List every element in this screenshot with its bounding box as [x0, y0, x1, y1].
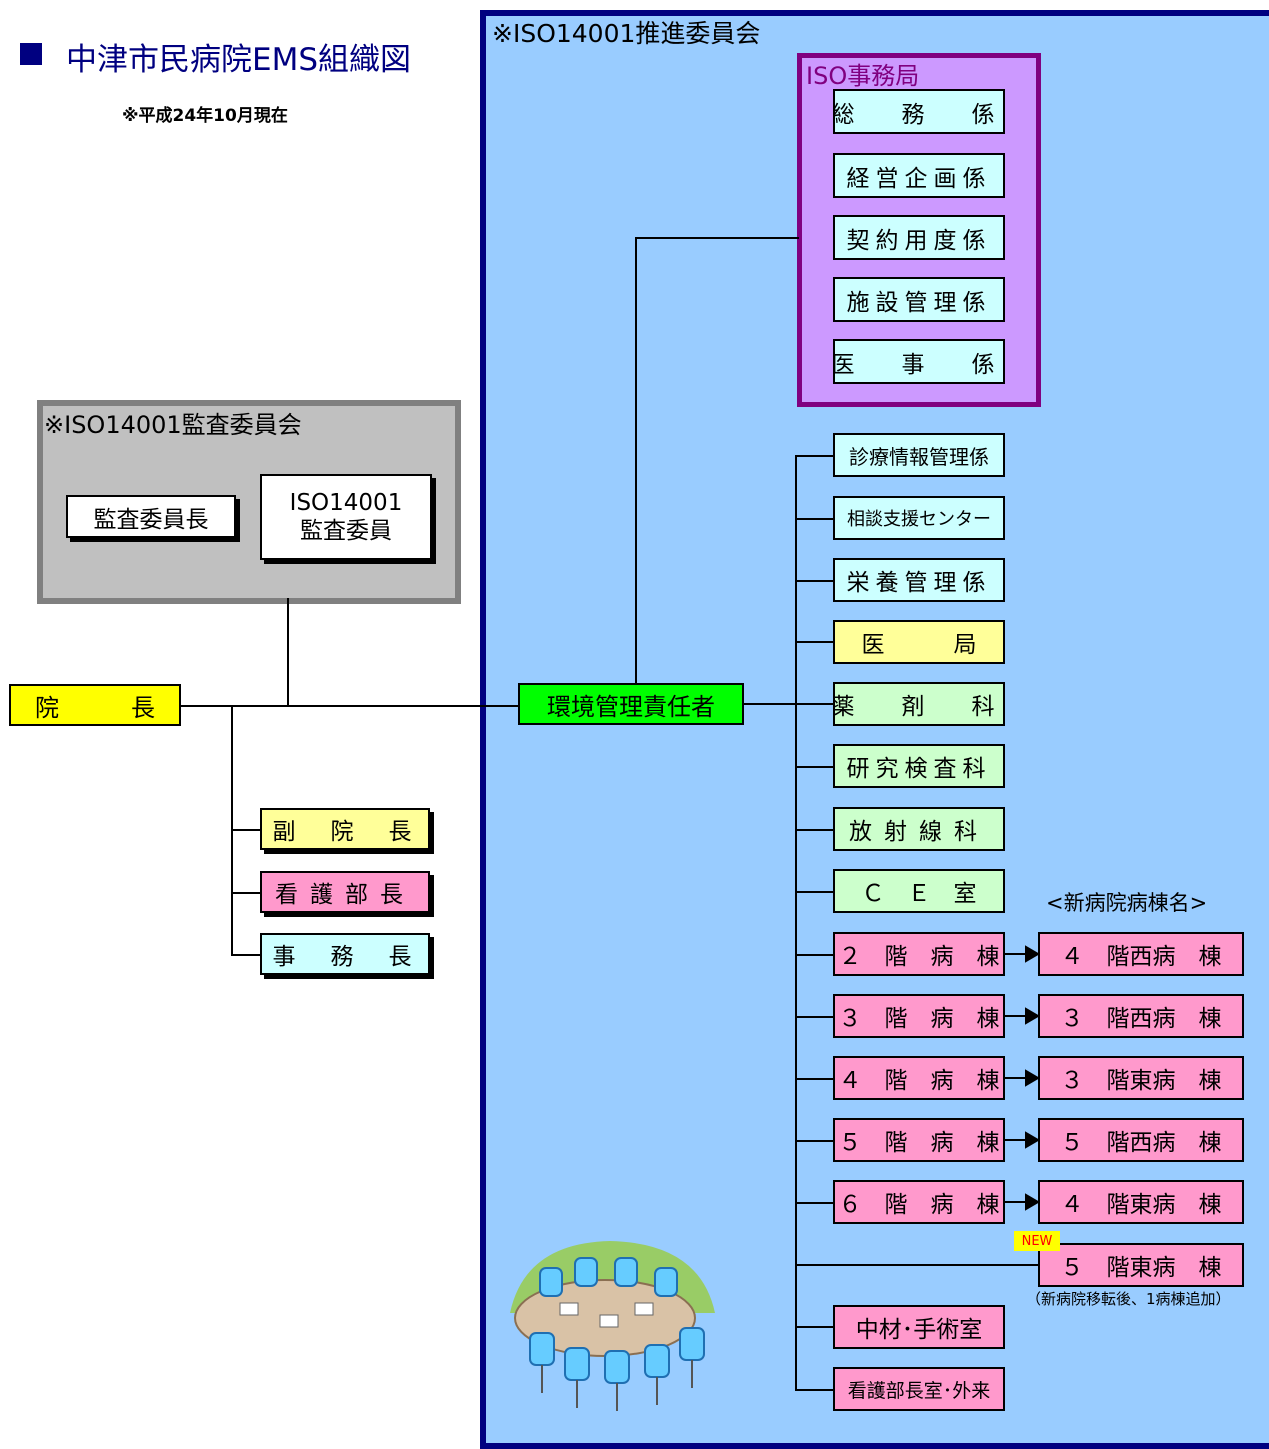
- dept-line: [795, 1078, 835, 1080]
- dept-line: [795, 829, 835, 831]
- new-ward-4f-east: ４ 階東病 棟: [1038, 1180, 1244, 1224]
- audit-to-main-line: [287, 598, 289, 705]
- dept-line: [795, 891, 835, 893]
- dept-consultation-center: 相談支援センター: [833, 496, 1005, 540]
- manager-to-office-hline: [635, 237, 799, 239]
- arrow-right-icon: [1026, 1195, 1038, 1209]
- arrow-right-icon: [1026, 1009, 1038, 1023]
- dept-medical-records: 診療情報管理係: [833, 433, 1005, 477]
- meeting-table-clipart: [505, 1233, 720, 1423]
- dept-line: [795, 703, 835, 705]
- new-badge: NEW: [1014, 1231, 1060, 1251]
- dept-line: [795, 1016, 835, 1018]
- iso-unit-procurement: 契約用度係: [833, 215, 1005, 260]
- iso-unit-general-affairs: 総 務 係: [833, 89, 1005, 134]
- dept-ward-3f: ３ 階 病 棟: [833, 994, 1005, 1038]
- page-title: 中津市民病院EMS組織図: [66, 34, 411, 79]
- new-ward-note: （新病院移転後、1病棟追加）: [1026, 1288, 1231, 1309]
- iso-unit-medical-affairs: 医 事 係: [833, 339, 1005, 384]
- nursing-director-box: 看護部長: [260, 871, 430, 913]
- title-bullet-icon: [20, 43, 42, 65]
- dept-line: [795, 1202, 835, 1204]
- arrow-right-icon: [1026, 1071, 1038, 1085]
- dept-line: [795, 1140, 835, 1142]
- vice-line-1: [231, 829, 261, 831]
- date-note: ※平成24年10月現在: [122, 101, 288, 126]
- dept-ward-6f: ６ 階 病 棟: [833, 1180, 1005, 1224]
- new-ward-heading: <新病院病棟名>: [1046, 887, 1207, 917]
- dept-ce-room: Ｃ Ｅ 室: [833, 869, 1005, 913]
- new-ward-5f-west: ５ 階西病 棟: [1038, 1118, 1244, 1162]
- env-manager-box: 環境管理責任者: [518, 683, 744, 725]
- dept-line: [795, 766, 835, 768]
- dept-line: [795, 455, 835, 457]
- dept-line: [795, 518, 835, 520]
- dept-line: [795, 954, 835, 956]
- dept-line: [795, 1326, 835, 1328]
- dept-medical-office: 医 局: [833, 620, 1005, 664]
- arrow-right-icon: [1026, 947, 1038, 961]
- dept-nutrition: 栄養管理係: [833, 558, 1005, 602]
- dept-ward-4f: ４ 階 病 棟: [833, 1056, 1005, 1100]
- vice-line-2: [231, 892, 261, 894]
- audit-member-line1: ISO14001: [290, 489, 403, 517]
- dept-laboratory: 研究検査科: [833, 744, 1005, 788]
- admin-director-box: 事 務 長: [260, 933, 430, 975]
- iso-unit-planning: 経営企画係: [833, 153, 1005, 198]
- iso-unit-facilities: 施設管理係: [833, 277, 1005, 322]
- dept-ward-5f: ５ 階 病 棟: [833, 1118, 1005, 1162]
- audit-member-line2: 監査委員: [300, 517, 392, 545]
- dept-line: [795, 641, 835, 643]
- dept-radiology: 放射線科: [833, 807, 1005, 851]
- audit-member-box: ISO14001 監査委員: [260, 474, 432, 560]
- depts-spine: [795, 455, 797, 1389]
- dept-sterilization-surgery: 中材･手術室: [833, 1305, 1005, 1349]
- audit-chair-box: 監査委員長: [66, 495, 236, 538]
- dept-line: [795, 580, 835, 582]
- dept-line: [795, 1389, 835, 1391]
- new-ward-4f-west: ４ 階西病 棟: [1038, 932, 1244, 976]
- manager-to-office-vline: [635, 237, 637, 684]
- new-ward-5f-east: ５ 階東病 棟: [1038, 1243, 1244, 1287]
- dept-nursing-outpatient: 看護部長室･外来: [833, 1367, 1005, 1411]
- iso-office-label: ISO事務局: [806, 56, 919, 91]
- manager-to-depts-line: [743, 703, 795, 705]
- vice-line-3: [231, 954, 261, 956]
- promotion-committee-label: ※ISO14001推進委員会: [492, 14, 760, 50]
- arrow-right-icon: [1026, 1133, 1038, 1147]
- director-box: 院 長: [9, 684, 181, 726]
- audit-committee-label: ※ISO14001監査委員会: [44, 405, 302, 440]
- dept-pharmacy: 薬 剤 科: [833, 682, 1005, 726]
- dept-ward-2f: ２ 階 病 棟: [833, 932, 1005, 976]
- new-ward-3f-east: ３ 階東病 棟: [1038, 1056, 1244, 1100]
- new-ward-3f-west: ３ 階西病 棟: [1038, 994, 1244, 1038]
- dept-line-new-ward: [795, 1264, 1039, 1266]
- vice-director-box: 副 院 長: [260, 808, 430, 850]
